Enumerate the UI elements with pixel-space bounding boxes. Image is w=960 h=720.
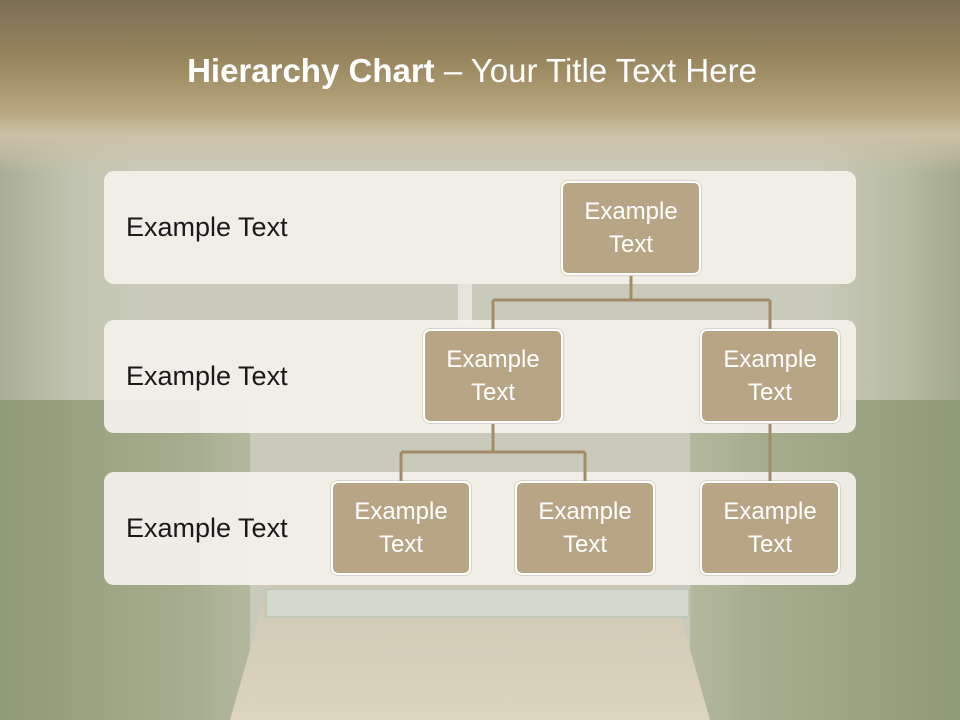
node-level3-a[interactable]: Example Text [331,481,471,575]
slide-title-bold: Hierarchy Chart [187,52,435,89]
node-level3-c[interactable]: Example Text [700,481,840,575]
node-level3-b[interactable]: Example Text [515,481,655,575]
node-level2-left[interactable]: Example Text [423,329,563,423]
background-fountain [265,588,690,618]
level-band-2-label: Example Text [126,361,288,391]
level-band-1-label: Example Text [126,212,288,242]
slide-title: Hierarchy Chart – Your Title Text Here [0,52,944,90]
level-band-1: Example Text [104,171,856,284]
node-root[interactable]: Example Text [561,181,701,275]
node-level2-right[interactable]: Example Text [700,329,840,423]
slide-title-rest: – Your Title Text Here [434,52,757,89]
background-pillar [458,284,472,324]
level-band-3-label: Example Text [126,513,288,543]
